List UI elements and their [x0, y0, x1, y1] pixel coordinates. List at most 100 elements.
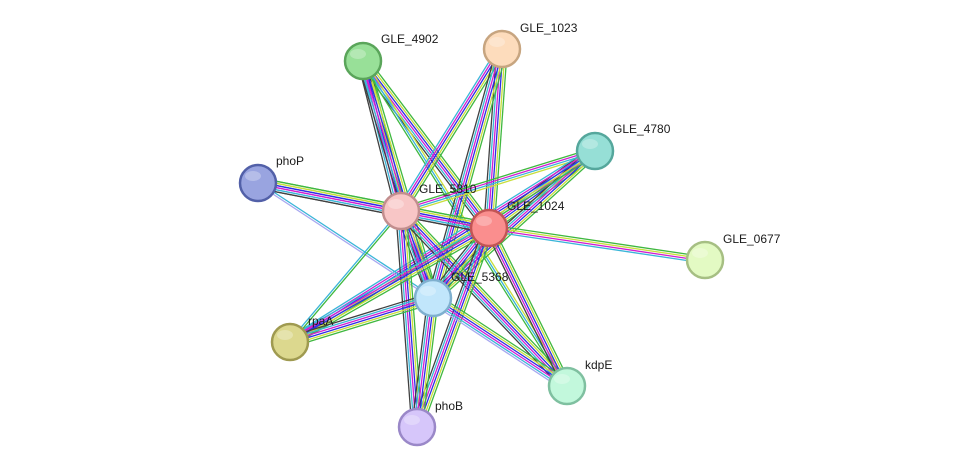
edge-evidence-line [399, 147, 595, 209]
edge-evidence-line [432, 298, 567, 388]
edge-evidence-line [398, 212, 566, 389]
node-GLE_1024[interactable] [469, 208, 509, 248]
edge-evidence-line [402, 208, 570, 385]
node-circle[interactable] [413, 278, 453, 318]
edge-evidence-line [401, 153, 597, 215]
edge-evidence-line [287, 223, 488, 339]
edge-evidence-line [489, 224, 706, 258]
node-GLE_5310[interactable] [381, 191, 421, 231]
node-GLE_5368[interactable] [413, 278, 453, 318]
edge-GLE_4902-GLE_5310[interactable] [357, 59, 407, 213]
node-GLE_4902[interactable] [343, 41, 383, 81]
node-highlight [404, 415, 420, 425]
edge-evidence-line [415, 297, 433, 427]
node-GLE_1023[interactable] [482, 29, 522, 69]
edge-evidence-line [413, 297, 431, 427]
node-highlight [388, 199, 404, 209]
edge-GLE_5310-phoB[interactable] [395, 210, 423, 428]
edge-evidence-line [289, 296, 433, 342]
edge-evidence-line [289, 227, 490, 343]
node-circle[interactable] [343, 41, 383, 81]
edge-GLE_4780-GLE_5310[interactable] [399, 147, 597, 215]
edge-evidence-line [401, 210, 419, 427]
edge-evidence-line [363, 60, 403, 211]
node-label-GLE_4780: GLE_4780 [613, 122, 671, 136]
edge-evidence-line [427, 47, 498, 297]
node-GLE_0677[interactable] [685, 240, 725, 280]
edge-evidence-line [288, 225, 489, 341]
edge-evidence-line [291, 302, 435, 348]
edge-evidence-line [288, 292, 432, 338]
node-highlight [350, 49, 366, 59]
node-label-phoB: phoB [435, 399, 463, 413]
edge-evidence-line [361, 61, 401, 212]
node-highlight [245, 171, 261, 181]
edge-evidence-line [399, 211, 567, 388]
node-label-rpaA: rpaA [308, 314, 333, 328]
edge-GLE_1024-phoB[interactable] [411, 225, 495, 430]
edge-evidence-line [491, 49, 506, 229]
node-circle[interactable] [469, 208, 509, 248]
edge-GLE_1024-GLE_0677[interactable] [488, 224, 706, 264]
edge-evidence-line [401, 151, 596, 213]
edge-evidence-line [402, 49, 505, 213]
edge-evidence-line [417, 228, 491, 428]
edge-evidence-line [396, 46, 499, 210]
edge-GLE_1024-kdpE[interactable] [484, 225, 572, 389]
node-phoB[interactable] [397, 407, 437, 447]
node-rpaA[interactable] [270, 322, 310, 362]
node-circle[interactable] [397, 407, 437, 447]
edge-evidence-line [434, 294, 570, 384]
edge-evidence-line [290, 229, 491, 345]
edge-GLE_5368-rpaA[interactable] [288, 292, 435, 348]
node-GLE_4780[interactable] [575, 131, 615, 171]
edge-GLE_1024-rpaA[interactable] [287, 223, 492, 347]
node-highlight [554, 374, 570, 384]
edge-evidence-line [366, 57, 494, 226]
node-highlight [489, 37, 505, 47]
edge-evidence-line [290, 300, 435, 346]
node-circle[interactable] [547, 366, 587, 406]
edge-GLE_5368-phoB[interactable] [411, 297, 439, 428]
edge-evidence-line [489, 49, 504, 229]
edge-evidence-line [400, 48, 503, 212]
edge-evidence-line [396, 214, 564, 391]
edge-GLE_5368-kdpE[interactable] [429, 293, 571, 391]
node-highlight [476, 216, 492, 226]
edge-evidence-line [403, 210, 421, 427]
edge-evidence-line [405, 210, 423, 427]
node-label-phoP: phoP [276, 154, 304, 168]
node-label-GLE_0677: GLE_0677 [723, 232, 781, 246]
node-circle[interactable] [482, 29, 522, 69]
edge-GLE_5310-rpaA[interactable] [288, 209, 403, 344]
node-circle[interactable] [238, 163, 278, 203]
edge-evidence-line [430, 300, 566, 390]
node-circle[interactable] [575, 131, 615, 171]
node-circle[interactable] [270, 322, 310, 362]
edge-layer [256, 46, 706, 430]
node-label-GLE_5368: GLE_5368 [451, 270, 509, 284]
edge-evidence-line [411, 297, 429, 427]
edge-evidence-line [488, 230, 705, 264]
edge-evidence-line [400, 149, 595, 211]
edge-evidence-line [364, 58, 493, 227]
edge-evidence-line [395, 211, 413, 428]
node-layer [238, 29, 725, 447]
edge-evidence-line [434, 152, 598, 301]
node-circle[interactable] [685, 240, 725, 280]
edge-evidence-line [288, 209, 401, 342]
edge-evidence-line [398, 47, 501, 211]
edge-evidence-line [365, 60, 405, 211]
edge-evidence-line [363, 59, 491, 228]
edge-evidence-line [290, 298, 434, 344]
edge-evidence-line [399, 211, 417, 428]
label-layer: GLE_4902GLE_1023GLE_4780phoPGLE_5310GLE_… [276, 21, 781, 413]
node-circle[interactable] [381, 191, 421, 231]
edge-evidence-line [421, 229, 495, 430]
edge-GLE_5310-kdpE[interactable] [396, 206, 572, 391]
node-label-GLE_1024: GLE_1024 [507, 199, 565, 213]
edge-evidence-line [357, 62, 397, 213]
node-label-GLE_5310: GLE_5310 [419, 182, 477, 196]
node-kdpE[interactable] [547, 366, 587, 406]
node-phoP[interactable] [238, 163, 278, 203]
